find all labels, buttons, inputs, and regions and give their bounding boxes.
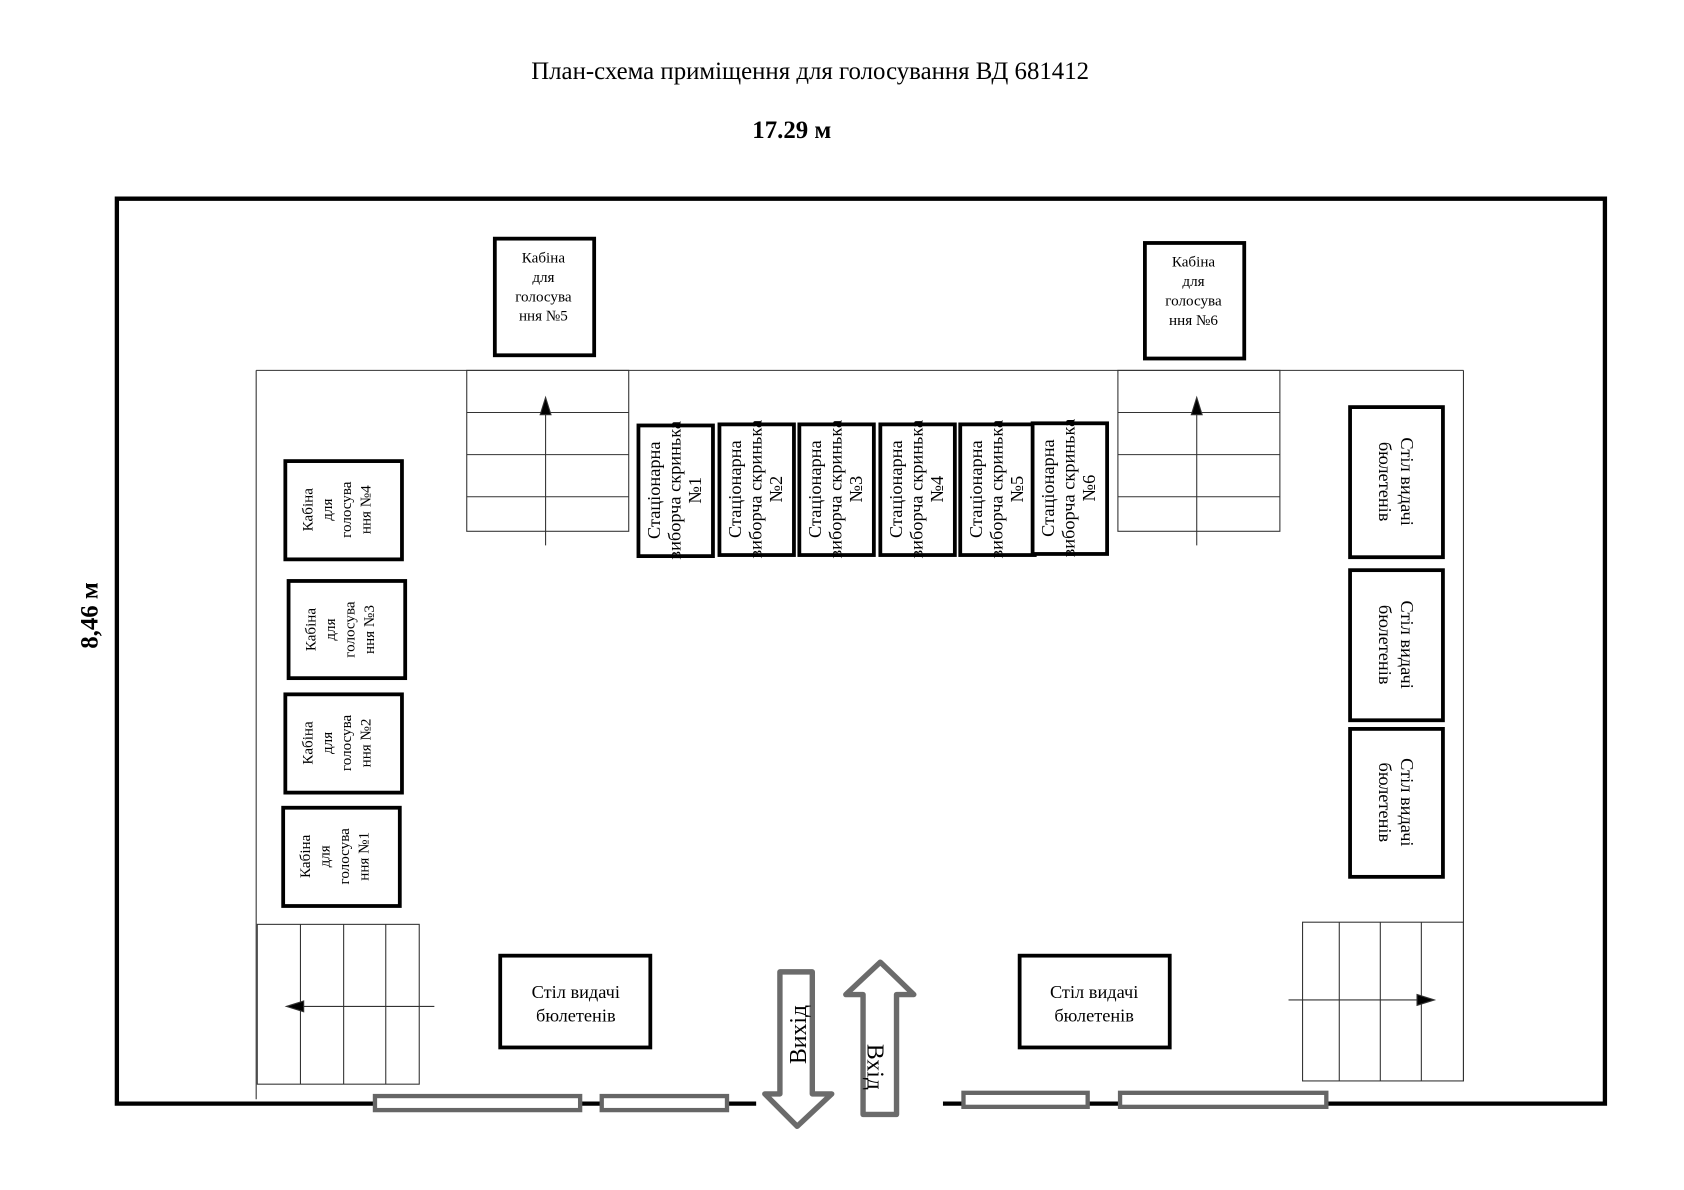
svg-text:голосува: голосува: [339, 714, 355, 771]
voting-booth-5: Кабіна для голосува ння №5: [492, 236, 597, 358]
voting-booth-1: Кабіна для голосува ння №1: [281, 805, 402, 908]
svg-text:Стіл видачі: Стіл видачі: [1397, 437, 1417, 525]
svg-text:голосува: голосува: [515, 289, 572, 305]
ballot-box-label: виборча скринька: [986, 420, 1006, 559]
ballot-issue-table-right-1: Стіл видачі бюлетенів: [1348, 405, 1445, 560]
ballot-issue-table-right-2: Стіл видачі бюлетенів: [1348, 568, 1445, 723]
width-dimension: 17.29 м: [752, 117, 831, 144]
ballot-box-label: №2: [766, 476, 786, 503]
ballot-box-label: виборча скринька: [746, 420, 766, 559]
entry-label: Вхід: [861, 1044, 887, 1090]
svg-text:Стіл видачі: Стіл видачі: [532, 982, 620, 1002]
svg-text:Кабіна: Кабіна: [300, 488, 316, 532]
svg-text:Кабіна: Кабіна: [300, 721, 316, 765]
voting-booth-6: Кабіна для голосува ння №6: [1143, 241, 1247, 361]
ballot-box-label: Стаціонарна: [1038, 439, 1058, 537]
staircase-bottom-right: [1288, 921, 1464, 1082]
svg-text:бюлетенів: бюлетенів: [536, 1006, 616, 1026]
ballot-issue-table-bottom-right: Стіл видачі бюлетенів: [1017, 953, 1172, 1050]
svg-text:бюлетенів: бюлетенів: [1054, 1006, 1134, 1026]
entry-arrow: Вхід: [843, 959, 917, 1118]
svg-text:ння №5: ння №5: [519, 309, 568, 325]
voting-booth-4: Кабіна для голосува ння №4: [283, 459, 404, 562]
svg-text:ння №4: ння №4: [359, 485, 375, 534]
svg-text:для: для: [320, 499, 336, 521]
windows: [372, 1090, 1329, 1113]
svg-text:ння №1: ння №1: [356, 832, 372, 881]
ballot-box-label: №5: [1007, 476, 1027, 503]
ballot-box-label: №3: [846, 476, 866, 503]
svg-text:бюлетенів: бюлетенів: [1375, 763, 1395, 843]
svg-text:голосува: голосува: [339, 481, 355, 538]
exit-label: Вихід: [786, 1005, 812, 1064]
svg-text:бюлетенів: бюлетенів: [1375, 442, 1395, 522]
svg-text:для: для: [320, 732, 336, 754]
staircase-top-right: [1117, 369, 1281, 546]
staircase-bottom-left: [256, 923, 435, 1085]
ballot-issue-table-right-3: Стіл видачі бюлетенів: [1348, 727, 1445, 879]
svg-text:Стіл видачі: Стіл видачі: [1397, 600, 1417, 688]
svg-text:Стіл видачі: Стіл видачі: [1397, 758, 1417, 846]
exit-arrow: Вихід: [762, 969, 835, 1129]
svg-text:голосува: голосува: [342, 601, 358, 658]
svg-text:Кабіна: Кабіна: [522, 250, 566, 266]
svg-text:голосува: голосува: [1165, 294, 1222, 310]
svg-text:голосува: голосува: [337, 828, 353, 885]
staircase-top-left: [466, 369, 630, 546]
ballot-box-label: №4: [927, 476, 947, 503]
ballot-box-label: №6: [1079, 475, 1099, 502]
ballot-box-label: Стаціонарна: [805, 440, 825, 538]
height-dimension: 8,46 м: [76, 582, 103, 649]
voting-booth-3: Кабіна для голосува ння №3: [286, 579, 408, 681]
svg-text:Кабіна: Кабіна: [304, 608, 320, 652]
svg-text:ння №3: ння №3: [362, 605, 378, 654]
svg-text:для: для: [323, 618, 339, 640]
svg-text:ння №6: ння №6: [1169, 313, 1218, 329]
svg-text:для: для: [318, 845, 334, 867]
ballot-box-label: Стаціонарна: [886, 440, 906, 538]
svg-text:ння №2: ння №2: [359, 719, 375, 768]
ballot-box-label: Стаціонарна: [966, 440, 986, 538]
svg-text:для: для: [1182, 274, 1204, 290]
ballot-box-label: Стаціонарна: [644, 441, 664, 539]
svg-text:бюлетенів: бюлетенів: [1375, 605, 1395, 685]
ballot-box-label: №1: [685, 477, 705, 504]
ballot-box-label: виборча скринька: [906, 420, 926, 559]
svg-text:Кабіна: Кабіна: [1172, 255, 1216, 271]
ballot-box-label: виборча скринька: [665, 421, 685, 560]
ballot-box-label: виборча скринька: [1059, 419, 1079, 558]
ballot-box-label: виборча скринька: [825, 420, 845, 559]
voting-booth-2: Кабіна для голосува ння №2: [283, 692, 404, 795]
ballot-issue-table-bottom-left: Стіл видачі бюлетенів: [498, 953, 653, 1050]
svg-text:Кабіна: Кабіна: [298, 834, 314, 878]
ballot-box-label: Стаціонарна: [725, 440, 745, 538]
svg-text:Стіл видачі: Стіл видачі: [1050, 982, 1138, 1002]
svg-text:для: для: [532, 270, 554, 286]
room-walls: [114, 196, 1608, 1106]
plan-title: План-схема приміщення для голосування ВД…: [531, 58, 1089, 85]
